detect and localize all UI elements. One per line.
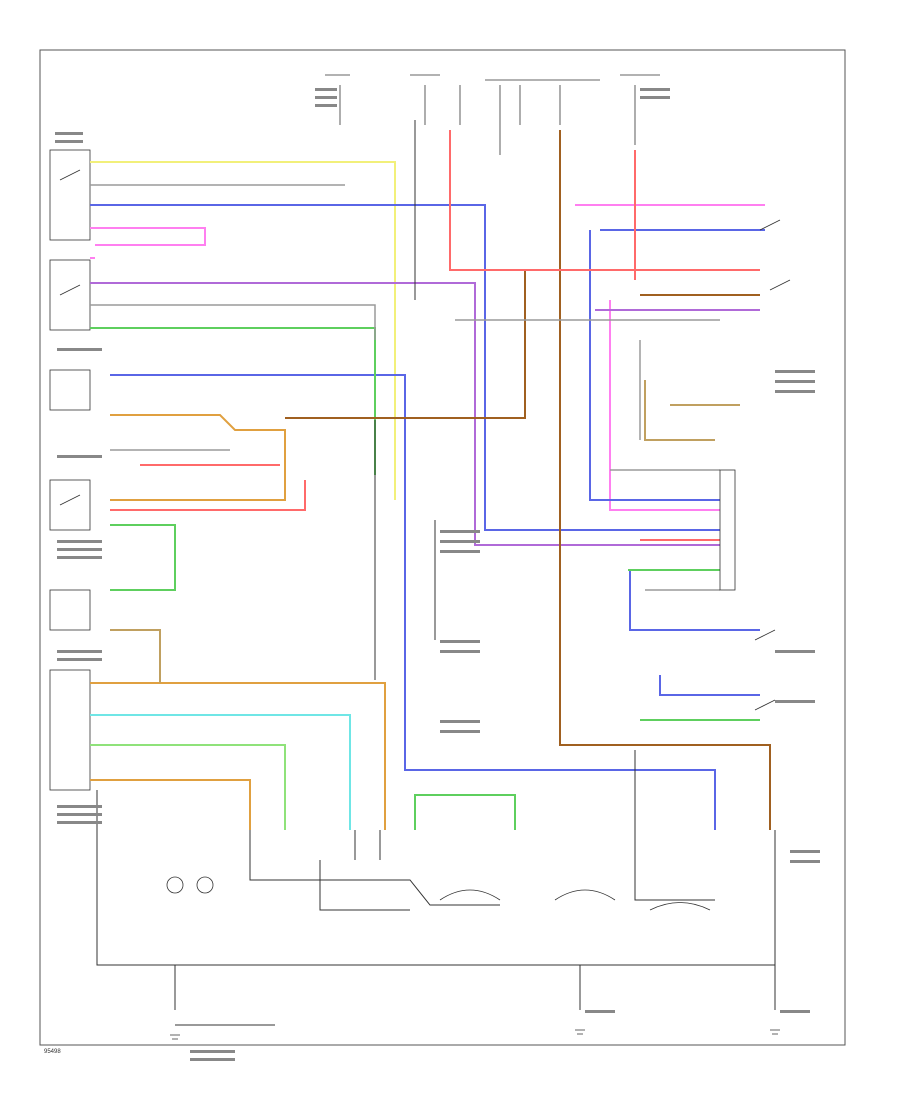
wire-tan — [110, 380, 740, 683]
diagram-border — [39, 49, 846, 1046]
wire-cyan — [90, 714, 351, 830]
wire-gray — [90, 184, 720, 591]
wire-black — [96, 120, 776, 1026]
wire-blue — [90, 204, 765, 830]
wire-green — [90, 327, 760, 830]
figure-id: 95498 — [44, 1049, 61, 1055]
fuse-block-top — [325, 74, 660, 155]
ground-symbols — [166, 876, 780, 1040]
wire-light-green — [90, 744, 286, 830]
right-connector — [719, 219, 791, 711]
left-connectors — [49, 149, 91, 791]
wire-purple — [90, 282, 760, 546]
wire-orange — [90, 414, 386, 830]
wire-yellow — [90, 161, 396, 500]
wire-red — [110, 130, 760, 541]
wire-pink — [90, 204, 765, 511]
wire-brown — [285, 130, 771, 830]
label-marks — [55, 88, 820, 1061]
